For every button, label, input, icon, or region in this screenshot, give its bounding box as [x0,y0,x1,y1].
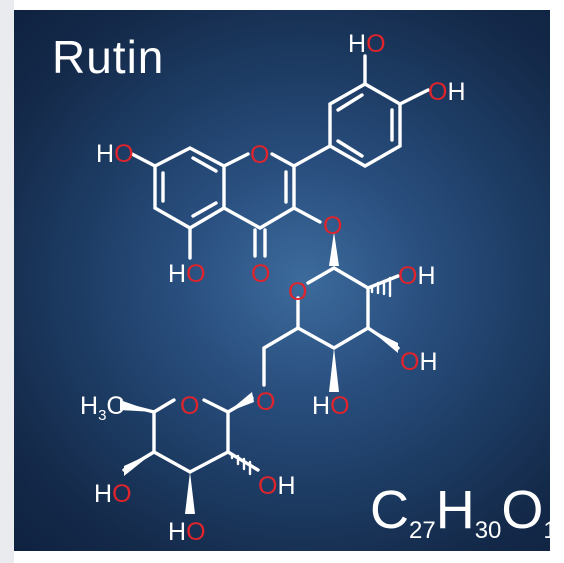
o3-label: O [323,212,342,240]
atom-labels: HO OH O HO HO O O O OH OH HO O O H3C HO … [80,30,466,546]
oh4p-label: OH [428,78,466,106]
hash-glucose-oh2 [370,276,392,298]
oh4p-bond [398,88,430,106]
rhamnose-oh4-label: OH [258,472,296,500]
methyl-label: H3C [80,392,124,424]
molecule-title: Rutin [52,31,165,83]
glucose-oh2-label: OH [398,262,436,290]
o3-bond [292,206,322,224]
rhamnose-ring-o-label: O [180,392,199,420]
wedge-rhamnose-methyl [120,400,154,412]
rhamnose-oh3-label: HO [168,518,206,546]
oh3p-label: HO [348,30,386,58]
glucose-oh4-label: OH [400,348,438,376]
molecular-formula: C27H30O16 [370,480,564,544]
carbonyl-o-label: O [251,260,270,288]
wedge-rhamnose-oh2 [124,452,154,476]
oh5-label: HO [168,260,206,288]
hash-rhamnose-oh [230,452,252,476]
ring-a-double-bonds [161,156,218,218]
glucose-ring [296,266,370,350]
oh7-bond [130,152,157,168]
left-edge-strip [0,0,14,563]
glucose-oh3-label: HO [312,392,350,420]
bridge-o-label: O [256,388,275,416]
wedge-rhamnose-anomeric [228,392,254,412]
stereo-wedges [120,232,398,514]
carbonyl-bond [253,228,267,258]
ring-o-label: O [250,141,269,169]
wedge-glucose-oh [368,328,398,353]
ring-b-double-bonds [336,93,394,158]
wedge-anomeric-glucose [329,232,339,266]
oh7-label: HO [96,140,134,168]
ring-a [153,146,226,230]
wedge-glucose-oh3 [329,348,339,392]
diagram-card [14,10,550,551]
b-ring-link [292,144,332,168]
rhamnose-oh2-label: HO [94,480,132,508]
ring-b [328,82,402,168]
wedge-rhamnose-oh3 [185,472,195,514]
wedge-glucose-c6 [263,298,298,350]
glucose-ring-o-label: O [288,278,307,306]
